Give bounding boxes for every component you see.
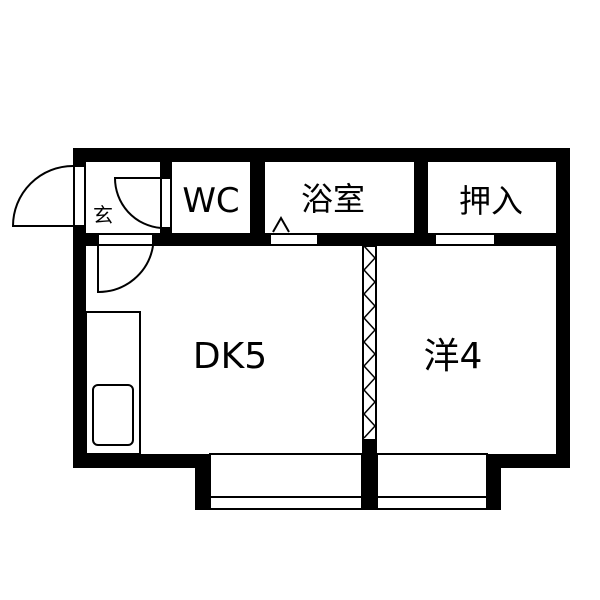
kitchen-counter: [85, 311, 141, 455]
room-label-entrance: 玄: [93, 203, 113, 227]
room-label-closet: 押入: [459, 182, 523, 220]
room-label-bathroom: 浴室: [301, 180, 365, 218]
bathroom-window: [269, 233, 319, 246]
room-label-dk: DK5: [193, 336, 267, 377]
wc-door: [113, 177, 172, 229]
bay-window: [209, 453, 488, 510]
room-label-western: 洋4: [424, 336, 483, 377]
room-label-wc: WC: [182, 181, 239, 221]
dk-door: [97, 233, 154, 294]
closet-window: [434, 233, 496, 246]
sink: [92, 384, 134, 446]
sliding-partition: [362, 245, 377, 441]
entrance-door: [11, 165, 86, 227]
triangle-marker-icon: [272, 215, 290, 233]
